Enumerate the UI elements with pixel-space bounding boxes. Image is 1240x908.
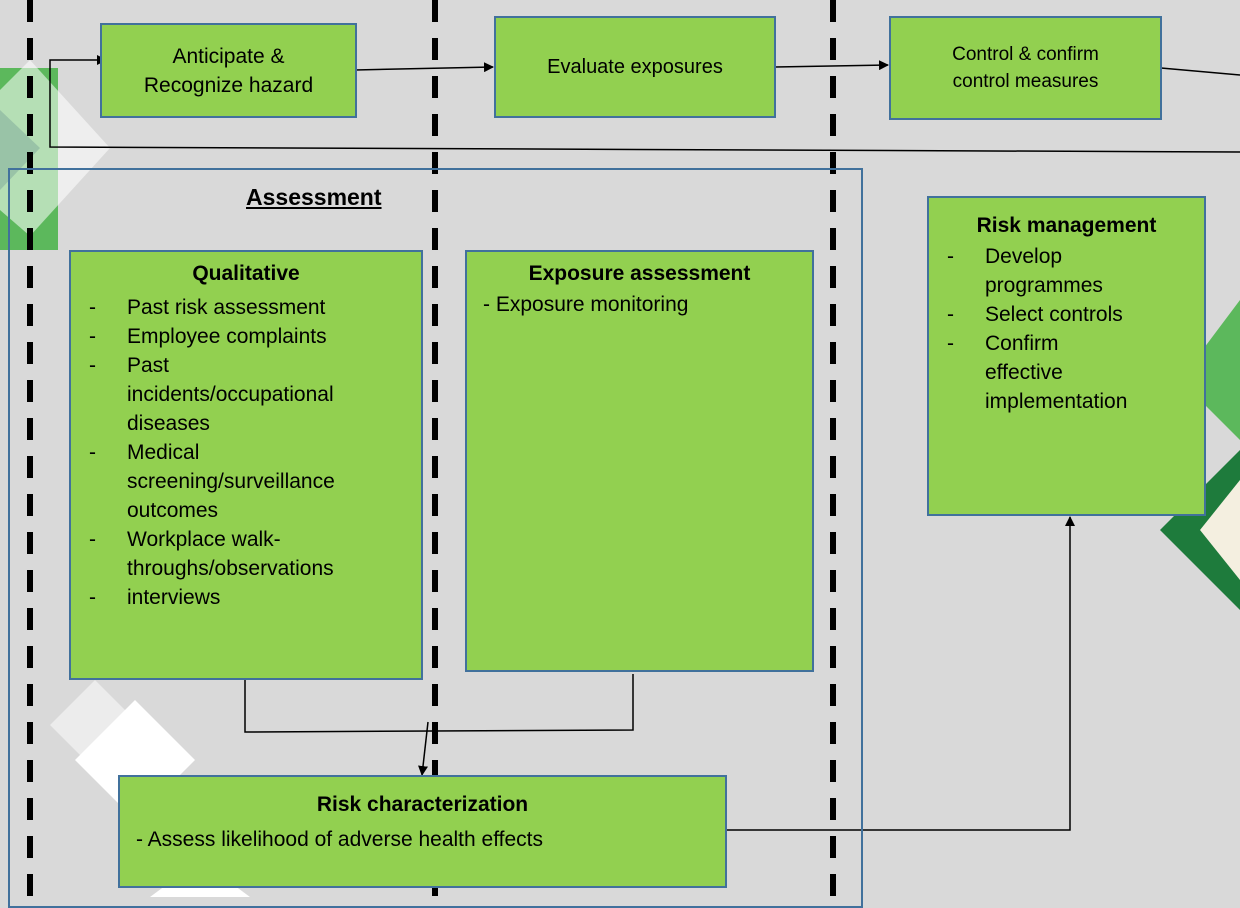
qualitative-item: - Employee complaints: [71, 322, 421, 351]
connector-qualitative-exposure: [244, 674, 634, 733]
step-evaluate-exposures-label: Evaluate exposures: [547, 55, 723, 78]
assessment-heading: Assessment: [246, 184, 382, 210]
risk-characterization-box: Risk characterization - Assess likelihoo…: [118, 775, 727, 888]
qualitative-item-text: outcomes: [127, 499, 219, 522]
qualitative-item: - Medical screening/surveillance outcomes: [71, 438, 421, 525]
decor-white-diamond-faint: [50, 680, 140, 770]
qualitative-item: - Workplace walk-throughs/observations: [71, 525, 421, 583]
step-control-confirm-line-1: Control & confirm: [952, 44, 1099, 65]
risk-management-item-text: programmes: [985, 274, 1103, 297]
connectors: [49, 55, 1240, 831]
decor-white-chevron-right: [1200, 480, 1240, 580]
qualitative-item: - Past incidents/occupational diseases: [71, 351, 421, 438]
qualitative-item-text: Past risk assessment: [127, 296, 326, 319]
qualitative-item: - Past risk assessment: [71, 293, 421, 322]
bullet-dash: -: [89, 586, 96, 609]
bullet-dash: -: [89, 441, 96, 464]
qualitative-list: - Past risk assessment - Employee complain…: [71, 293, 421, 612]
bullet-dash: -: [947, 332, 954, 355]
arrow-step2-to-step3: [774, 60, 889, 71]
qualitative-item-text: Past: [127, 354, 170, 377]
risk-management-box: Risk management - Develop programmes - Sele…: [927, 196, 1206, 516]
qualitative-box: Qualitative - Past risk assessment - Emplo…: [69, 250, 423, 680]
bullet-dash: -: [89, 296, 96, 319]
arrow-step1-to-step2: [354, 62, 494, 73]
risk-management-item-text: Develop: [985, 245, 1063, 268]
arrow-to-risk-characterization: [418, 721, 429, 776]
risk-management-item-text: implementation: [985, 390, 1128, 413]
arrow-to-risk-management: [727, 516, 1075, 831]
qualitative-item-text: throughs/observations: [127, 557, 334, 580]
qualitative-item-text: Employee complaints: [127, 325, 327, 348]
decor-stripe-light-right: [1180, 300, 1240, 440]
exposure-assessment-box: Exposure assessment - Exposure monitorin…: [465, 250, 814, 672]
step-anticipate-recognize-line-1: Anticipate &: [172, 44, 285, 68]
qualitative-item-text: interviews: [127, 586, 221, 609]
qualitative-item-text: Workplace walk-: [127, 528, 281, 551]
feedback-loop-line: [49, 55, 1240, 153]
step-anticipate-recognize: Anticipate & Recognize hazard: [100, 23, 357, 118]
risk-management-title: Risk management: [976, 214, 1157, 237]
risk-characterization-title: Risk characterization: [316, 793, 529, 816]
qualitative-item-text: screening/surveillance: [127, 470, 335, 493]
risk-management-item-text: Confirm: [985, 332, 1059, 355]
risk-management-item: - Select controls: [929, 300, 1204, 329]
risk-management-list: - Develop programmes - Select controls - Con…: [929, 242, 1204, 416]
risk-characterization-line: - Assess likelihood of adverse health ef…: [136, 828, 544, 851]
step-control-confirm-line-2: control measures: [952, 71, 1099, 92]
bullet-dash: -: [89, 325, 96, 348]
bullet-dash: -: [89, 354, 96, 377]
risk-management-item-text: Select controls: [985, 303, 1123, 326]
exposure-assessment-line: - Exposure monitoring: [483, 293, 689, 316]
step-control-confirm: Control & confirm control measures: [889, 16, 1162, 120]
risk-management-item-text: effective: [985, 361, 1063, 384]
qualitative-item-text: incidents/occupational: [127, 383, 334, 406]
exposure-assessment-title: Exposure assessment: [528, 262, 751, 285]
risk-management-item: - Confirm effective implementation: [929, 329, 1204, 416]
bullet-dash: -: [947, 245, 954, 268]
step-anticipate-recognize-line-2: Recognize hazard: [143, 73, 314, 97]
qualitative-item-text: Medical: [127, 441, 200, 464]
bullet-dash: -: [947, 303, 954, 326]
bullet-dash: -: [89, 528, 96, 551]
risk-management-item: - Develop programmes: [929, 242, 1204, 300]
line-step3-out: [1160, 67, 1240, 76]
qualitative-title: Qualitative: [192, 262, 300, 285]
qualitative-item-text: diseases: [127, 412, 210, 435]
qualitative-item: - interviews: [71, 583, 421, 612]
step-evaluate-exposures: Evaluate exposures: [494, 16, 776, 118]
